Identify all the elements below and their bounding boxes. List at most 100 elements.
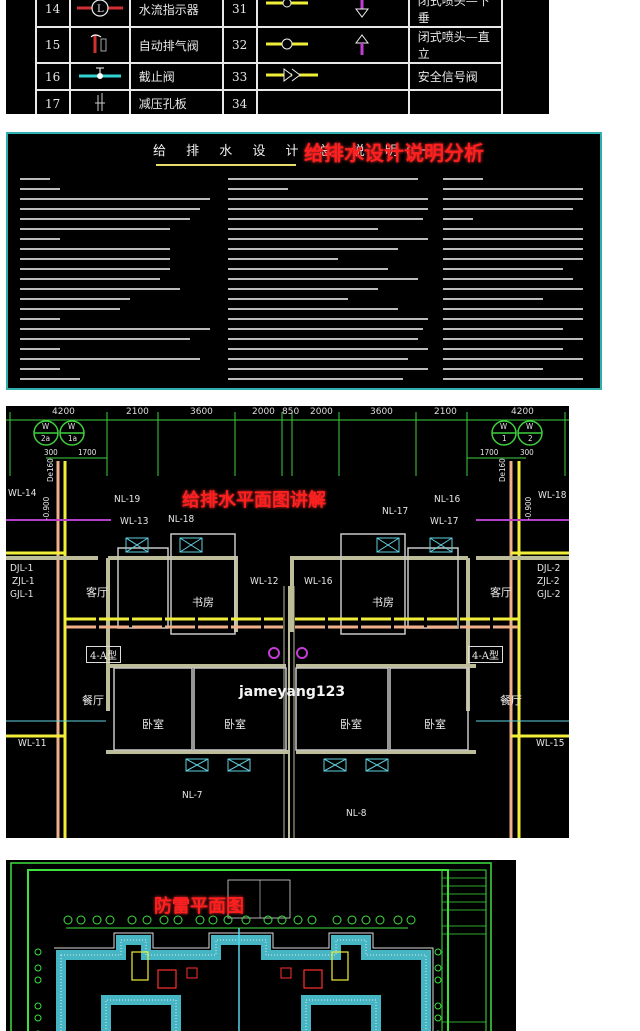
- legend-name: 闭式喷头—下垂: [407, 0, 504, 28]
- notes-text-line: [443, 248, 583, 250]
- legend-name: 减压孔板: [128, 89, 224, 114]
- notes-text-line: [443, 318, 583, 320]
- riser-label: ZJL-2: [537, 576, 560, 587]
- notes-text-line: [20, 268, 170, 270]
- notes-text-line: [20, 328, 210, 330]
- elevation-label: -0.900: [524, 496, 533, 520]
- room-label-bedroom: 卧室: [224, 718, 246, 731]
- pipe-size-label: De160: [498, 458, 507, 482]
- grid-axis-bubble: [241, 915, 251, 925]
- notes-text-line: [443, 278, 573, 280]
- notes-text-line: [228, 358, 408, 360]
- title-underline: [156, 164, 296, 166]
- room-label-living: 客厅: [86, 586, 108, 599]
- plumbing-plan-caption: 给排水平面图讲解: [182, 490, 326, 511]
- notes-text-line: [20, 368, 60, 370]
- dimension-label: 2000: [310, 407, 333, 417]
- dimension-label: 2100: [126, 407, 149, 417]
- grid-axis-bubble: [223, 915, 233, 925]
- notes-text-line: [443, 388, 573, 390]
- notes-text-line: [20, 338, 190, 340]
- design-notes-panel: 给 排 水 设 计 总 说 明(一 给排水设计说明分析: [6, 132, 602, 390]
- pipe-label: NL-7: [182, 790, 203, 801]
- room-label-bedroom: 卧室: [142, 718, 164, 731]
- notes-text-line: [443, 258, 583, 260]
- notes-text-line: [228, 388, 398, 390]
- pipe-label: NL-16: [434, 494, 461, 505]
- notes-text-line: [443, 348, 563, 350]
- notes-text-line: [20, 208, 200, 210]
- grid-axis-bubble: [76, 915, 86, 925]
- sheet-title: 给 排 水 设 计 总 说 明(一: [153, 144, 440, 159]
- water-flow-indicator-icon: L: [68, 0, 131, 28]
- sub-dimension: 1700: [78, 448, 97, 457]
- pipe-label: WL-11: [18, 738, 47, 749]
- notes-text-line: [228, 238, 428, 240]
- notes-text-line: [228, 268, 388, 270]
- axis-bubble-text: W: [42, 422, 50, 431]
- room-label-bedroom: 卧室: [424, 718, 446, 731]
- grid-axis-bubble: [208, 915, 218, 925]
- notes-column-3: [443, 170, 593, 390]
- notes-text-line: [228, 208, 428, 210]
- lightning-plan-caption: 防雷平面图: [154, 896, 244, 917]
- pipe-label: WL-12: [250, 576, 279, 587]
- pipe-label: WL-16: [304, 576, 333, 587]
- sub-dimension: 300: [44, 448, 58, 457]
- axis-bubble-text: 1: [502, 434, 507, 443]
- grid-axis-bubble: [375, 915, 385, 925]
- legend-number: 17: [35, 89, 71, 114]
- notes-column-2: [228, 170, 433, 390]
- dimension-label: 3600: [370, 407, 393, 417]
- notes-text-line: [20, 248, 170, 250]
- notes-text-line: [228, 218, 423, 220]
- notes-text-line: [228, 188, 288, 190]
- notes-text-line: [20, 218, 190, 220]
- notes-text-line: [228, 348, 428, 350]
- grid-axis-bubble: [347, 915, 357, 925]
- legend-number: 15: [35, 26, 71, 64]
- notes-text-line: [20, 188, 60, 190]
- grid-axis-bubble: [263, 915, 273, 925]
- pipe-size-label: De160: [46, 458, 55, 482]
- room-label-study: 书房: [192, 596, 214, 609]
- notes-text-line: [228, 328, 423, 330]
- notes-text-line: [228, 298, 348, 300]
- legend-name: 闭式喷头—直立: [407, 26, 504, 64]
- grid-axis-bubble: [173, 915, 183, 925]
- legend-number: 32: [221, 26, 258, 64]
- grid-axis-bubble: [332, 915, 342, 925]
- notes-text-line: [228, 278, 418, 280]
- notes-text-line: [443, 328, 563, 330]
- floor-plan-drawing: [6, 412, 569, 838]
- notes-text-line: [20, 318, 60, 320]
- notes-text-line: [228, 378, 403, 380]
- notes-text-line: [443, 228, 583, 230]
- axis-bubble-text: W: [500, 422, 508, 431]
- safety-signal-valve-icon: [255, 62, 410, 91]
- legend-number: 33: [221, 62, 258, 91]
- sub-dimension: 1700: [480, 448, 499, 457]
- notes-text-line: [228, 178, 418, 180]
- sub-dimension: 300: [520, 448, 534, 457]
- pipe-label: NL-18: [168, 514, 195, 525]
- empty-symbol-cell: [255, 89, 410, 114]
- axis-bubble-text: 2a: [41, 434, 50, 443]
- notes-text-line: [20, 298, 130, 300]
- riser-label: GJL-1: [10, 589, 34, 600]
- riser-label: DJL-1: [10, 563, 34, 574]
- lightning-plan-drawing: [10, 862, 492, 1031]
- notes-text-line: [228, 308, 398, 310]
- riser-label: GJL-2: [537, 589, 561, 600]
- notes-text-line: [443, 238, 583, 240]
- legend-number: 14: [35, 0, 71, 28]
- grid-axis-bubble: [361, 915, 371, 925]
- notes-text-line: [20, 288, 180, 290]
- notes-text-line: [20, 198, 210, 200]
- grid-axis-bubble: [127, 915, 137, 925]
